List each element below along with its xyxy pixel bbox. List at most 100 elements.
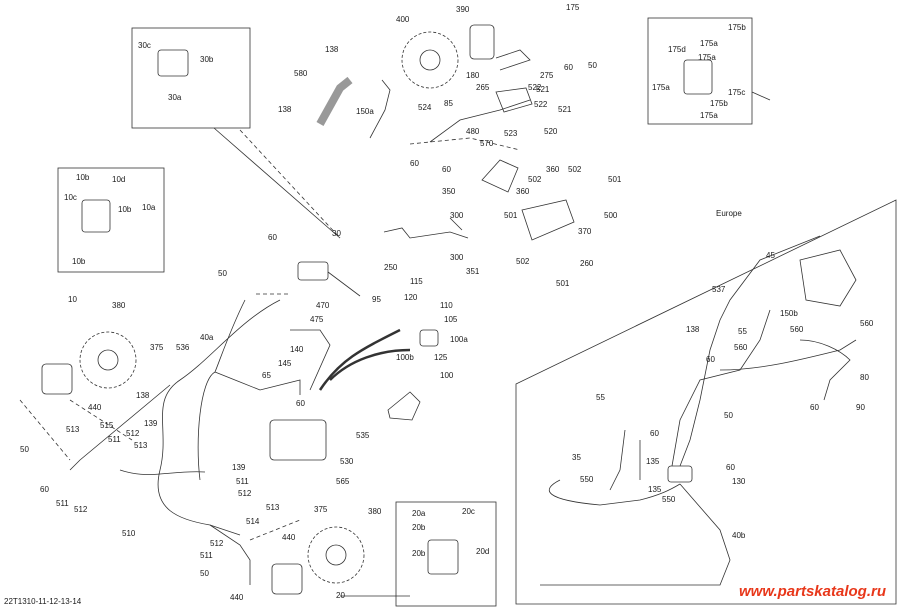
callout: 60 bbox=[296, 399, 305, 408]
callout: 523 bbox=[504, 129, 518, 138]
callout: 10a bbox=[142, 203, 156, 212]
callout: 95 bbox=[372, 295, 381, 304]
callout: 125 bbox=[434, 353, 448, 362]
callout: 524 bbox=[418, 103, 432, 112]
callout: 480 bbox=[466, 127, 480, 136]
callout: 35 bbox=[572, 453, 581, 462]
callout: 501 bbox=[608, 175, 622, 184]
callout: 300 bbox=[450, 253, 464, 262]
callout: 150a bbox=[356, 107, 374, 116]
callout: 470 bbox=[316, 301, 330, 310]
callout: 105 bbox=[444, 315, 458, 324]
callout: 550 bbox=[580, 475, 594, 484]
callout: 90 bbox=[856, 403, 865, 412]
abs-module bbox=[269, 419, 327, 461]
callout: 440 bbox=[282, 533, 296, 542]
callout: 30a bbox=[168, 93, 182, 102]
inset-rear-caliper bbox=[647, 17, 753, 125]
callout: 500 bbox=[604, 211, 618, 220]
callout: 45 bbox=[766, 251, 775, 260]
callout: 175a bbox=[652, 83, 670, 92]
callout: 110 bbox=[440, 301, 453, 310]
callout: 20a bbox=[412, 509, 426, 518]
callout: 20d bbox=[476, 547, 489, 556]
caliper-left bbox=[41, 363, 73, 395]
europe-abs bbox=[799, 249, 857, 307]
callout: 511 bbox=[56, 499, 69, 508]
callout: 501 bbox=[504, 211, 518, 220]
callout: 440 bbox=[230, 593, 244, 602]
callout: 50 bbox=[588, 61, 597, 70]
callout: 512 bbox=[238, 489, 252, 498]
callout: 550 bbox=[662, 495, 676, 504]
callout: 50 bbox=[20, 445, 29, 454]
caliper-bottom bbox=[271, 563, 303, 595]
caliper-top bbox=[469, 24, 495, 60]
callout: 260 bbox=[580, 259, 594, 268]
bracket-520 bbox=[495, 87, 533, 113]
callout: 375 bbox=[314, 505, 328, 514]
callout: 511 bbox=[200, 551, 213, 560]
callout: 522 bbox=[534, 100, 548, 109]
callout: 265 bbox=[476, 83, 490, 92]
callout: 100a bbox=[450, 335, 468, 344]
callout: 80 bbox=[860, 373, 869, 382]
inset-front-caliper bbox=[57, 167, 165, 273]
rear-disc-bottom bbox=[307, 526, 365, 584]
callout: 50 bbox=[724, 411, 733, 420]
callout: 360 bbox=[546, 165, 560, 174]
callout: 350 bbox=[442, 187, 456, 196]
callout: 180 bbox=[466, 71, 480, 80]
callout: 515 bbox=[100, 421, 114, 430]
caliper-inset-master bbox=[157, 49, 189, 77]
callout: 375 bbox=[150, 343, 164, 352]
callout: 85 bbox=[444, 99, 453, 108]
callout: 140 bbox=[290, 345, 304, 354]
callout: 60 bbox=[706, 355, 715, 364]
europe-lines bbox=[679, 235, 821, 467]
callout: 535 bbox=[356, 431, 370, 440]
callout: 536 bbox=[176, 343, 190, 352]
callout: 351 bbox=[466, 267, 480, 276]
callout: 511 bbox=[108, 435, 121, 444]
watermark: www.partskatalog.ru bbox=[739, 583, 886, 600]
top-brake-line bbox=[369, 79, 391, 139]
callout: 522 bbox=[528, 83, 542, 92]
callout: 175 bbox=[566, 3, 580, 12]
callout: 55 bbox=[596, 393, 605, 402]
callout: 60 bbox=[564, 63, 573, 72]
callout: 560 bbox=[734, 343, 748, 352]
callout: 390 bbox=[456, 5, 470, 14]
callout: 300 bbox=[450, 211, 464, 220]
callout: 60 bbox=[726, 463, 735, 472]
callout: 30 bbox=[332, 229, 341, 238]
inset-master-cylinder bbox=[131, 27, 251, 129]
bracket-100 bbox=[387, 391, 421, 421]
callout: 10 bbox=[68, 295, 77, 304]
callout: 40a bbox=[200, 333, 214, 342]
callout: 150b bbox=[780, 309, 798, 318]
callout: 10b bbox=[76, 173, 90, 182]
callout: 135 bbox=[646, 457, 660, 466]
callout: 521 bbox=[536, 85, 550, 94]
callout: 360 bbox=[516, 187, 530, 196]
callout: 10d bbox=[112, 175, 125, 184]
callout: 175a bbox=[700, 39, 718, 48]
callout: 10b bbox=[72, 257, 86, 266]
callout: 175d bbox=[668, 45, 686, 54]
callout: 60 bbox=[810, 403, 819, 412]
callout: 20b bbox=[412, 549, 426, 558]
callout: 175a bbox=[698, 53, 716, 62]
callout: 138 bbox=[278, 105, 292, 114]
callout: 502 bbox=[528, 175, 542, 184]
callout: 560 bbox=[860, 319, 874, 328]
callout: 380 bbox=[112, 301, 126, 310]
callout: 512 bbox=[126, 429, 140, 438]
callout: 175b bbox=[728, 23, 746, 32]
inset-europe bbox=[515, 199, 897, 605]
callout: 139 bbox=[232, 463, 246, 472]
callout: 175a bbox=[700, 111, 718, 120]
callout: 440 bbox=[88, 403, 102, 412]
callout: 512 bbox=[74, 505, 88, 514]
